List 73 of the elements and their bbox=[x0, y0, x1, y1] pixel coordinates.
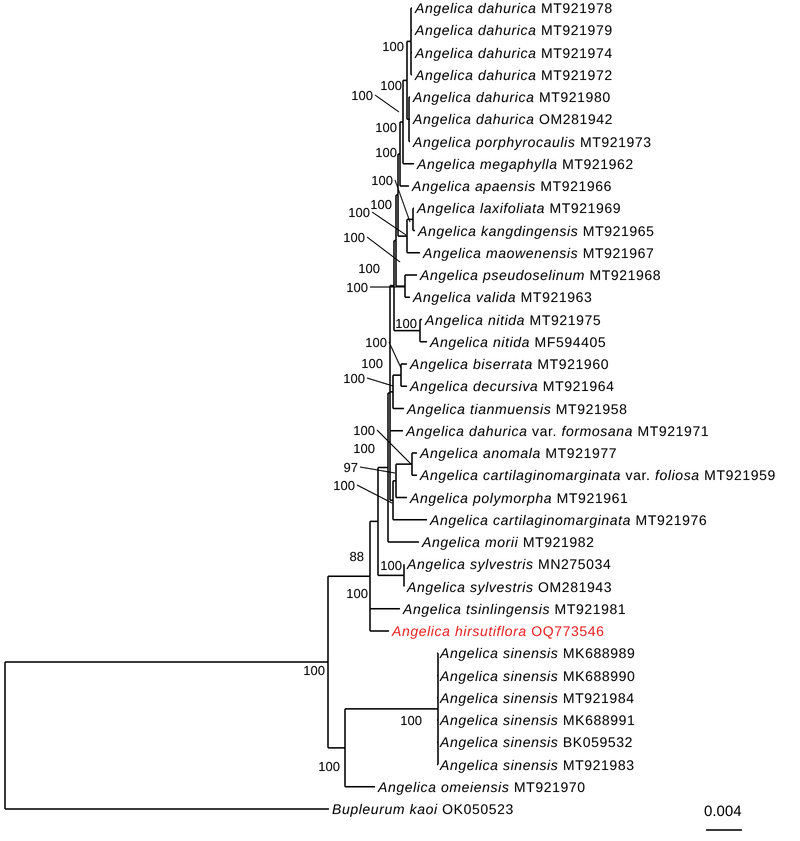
bootstrap-value: 100 bbox=[351, 88, 373, 103]
taxon-label: Angelica sinensis MT921984 bbox=[440, 688, 635, 707]
taxon-label: Angelica maowenensis MT921967 bbox=[423, 244, 654, 262]
taxon-label: Angelica dahurica MT921980 bbox=[413, 88, 611, 106]
leader-line bbox=[356, 484, 392, 504]
taxon-label: Angelica sylvestris OM281943 bbox=[407, 578, 612, 596]
taxon-label: Angelica sinensis BK059532 bbox=[440, 733, 634, 752]
taxon-label: Angelica valida MT921963 bbox=[413, 288, 592, 306]
taxon-label: Angelica decursiva MT921964 bbox=[410, 377, 615, 396]
taxon-label: Angelica tsinlingensis MT921981 bbox=[403, 600, 626, 618]
taxon-label: Angelica porphyrocaulis MT921973 bbox=[413, 132, 652, 150]
bootstrap-value: 100 bbox=[348, 205, 370, 220]
bootstrap-value: 100 bbox=[303, 663, 325, 678]
taxon-label: Angelica cartilaginomarginata var. foliosa MT921959 bbox=[420, 466, 776, 484]
taxon-label: Angelica dahurica MT921979 bbox=[415, 21, 613, 40]
bootstrap-value: 100 bbox=[333, 478, 355, 493]
taxon-label: Angelica dahurica MT921972 bbox=[415, 66, 613, 84]
taxon-label: Angelica hirsutiflora OQ773546 bbox=[392, 622, 605, 640]
bootstrap-value: 100 bbox=[318, 759, 340, 774]
taxon-label: Angelica tianmuensis MT921958 bbox=[407, 400, 628, 418]
bootstrap-value: 100 bbox=[400, 713, 422, 728]
taxon-label: Angelica pseudoselinum MT921968 bbox=[420, 266, 662, 284]
taxon-label: Angelica sylvestris MN275034 bbox=[407, 555, 612, 574]
leader-line bbox=[394, 180, 410, 222]
taxon-label: Angelica cartilaginomarginata MT921976 bbox=[430, 510, 708, 529]
taxon-label: Angelica sinensis MK688991 bbox=[440, 711, 636, 729]
leader-line bbox=[370, 286, 406, 288]
taxon-label: Angelica dahurica MT921974 bbox=[415, 44, 613, 62]
taxon-label: Angelica omeiensis MT921970 bbox=[378, 778, 586, 796]
taxon-label: Angelica dahurica OM281942 bbox=[413, 110, 614, 128]
scale-value: 0.004 bbox=[704, 803, 742, 821]
leader-line bbox=[374, 94, 400, 112]
taxon-label: Angelica nitida MF594405 bbox=[430, 332, 606, 351]
taxon-label: Angelica dahurica MT921978 bbox=[415, 0, 613, 17]
taxon-label: Angelica kangdingensis MT921965 bbox=[418, 222, 655, 240]
bootstrap-value: 100 bbox=[346, 280, 368, 295]
leader-line bbox=[366, 236, 400, 262]
bootstrap-value: 100 bbox=[380, 558, 402, 573]
bootstrap-value: 100 bbox=[365, 335, 387, 350]
taxon-label: Angelica nitida MT921975 bbox=[425, 310, 602, 328]
taxon-label: Angelica sinensis MT921983 bbox=[440, 756, 635, 774]
bootstrap-value: 100 bbox=[346, 586, 368, 601]
bootstrap-value: 100 bbox=[382, 39, 404, 54]
bootstrap-value: 88 bbox=[350, 549, 364, 564]
leader-line bbox=[366, 378, 394, 386]
bootstrap-value: 100 bbox=[380, 78, 402, 93]
leader-line bbox=[376, 430, 412, 466]
bootstrap-value: 100 bbox=[370, 197, 392, 212]
taxon-label: Angelica apaensis MT921966 bbox=[412, 177, 612, 195]
leader-line bbox=[388, 342, 402, 368]
bootstrap-value: 100 bbox=[353, 423, 375, 438]
bootstrap-value: 100 bbox=[343, 230, 365, 245]
bootstrap-value: 100 bbox=[361, 356, 383, 371]
taxon-label: Angelica dahurica var. formosana MT921971 bbox=[406, 422, 710, 440]
bootstrap-value: 100 bbox=[395, 316, 417, 331]
taxon-label: Angelica anomala MT921977 bbox=[420, 444, 618, 462]
taxon-label: Angelica sinensis MK688990 bbox=[440, 666, 636, 684]
taxon-label: Angelica laxifoliata MT921969 bbox=[417, 199, 622, 218]
bootstrap-value: 100 bbox=[375, 120, 397, 135]
taxon-label: Angelica sinensis MK688989 bbox=[440, 644, 636, 662]
bootstrap-value: 100 bbox=[371, 173, 393, 188]
leader-line bbox=[360, 466, 396, 474]
bootstrap-value: 100 bbox=[353, 441, 375, 456]
taxon-label: Angelica biserrata MT921960 bbox=[410, 355, 610, 373]
taxon-label: Angelica megaphylla MT921962 bbox=[417, 154, 634, 173]
leader-line bbox=[372, 212, 406, 236]
bootstrap-value: 100 bbox=[375, 145, 397, 160]
bootstrap-value: 100 bbox=[358, 261, 380, 276]
taxon-label: Bupleurum kaoi OK050523 bbox=[332, 800, 514, 818]
taxon-label: Angelica morii MT921982 bbox=[422, 533, 595, 551]
bootstrap-value: 97 bbox=[344, 460, 358, 475]
bootstrap-value: 100 bbox=[343, 371, 365, 386]
taxon-label: Angelica polymorpha MT921961 bbox=[410, 488, 628, 506]
